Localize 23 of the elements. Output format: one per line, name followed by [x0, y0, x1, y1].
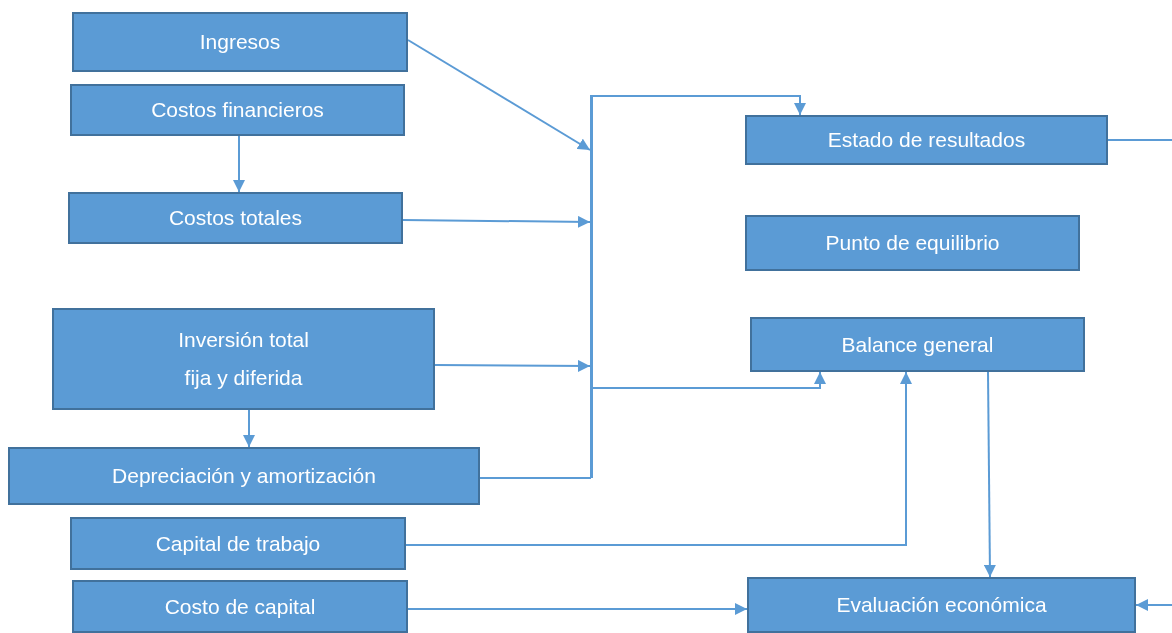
- arrow: [407, 39, 591, 151]
- arrow: [243, 409, 255, 448]
- process-box: Punto de equilibrio: [745, 215, 1080, 271]
- arrow: [592, 371, 826, 389]
- arrow: [983, 371, 996, 578]
- arrow: [592, 95, 806, 116]
- arrow: [407, 603, 748, 615]
- arrow: [405, 371, 912, 546]
- process-box: Costos financieros: [70, 84, 405, 136]
- junction-bar: [590, 95, 593, 478]
- arrow: [402, 215, 591, 228]
- process-box: Capital de trabajo: [70, 517, 406, 570]
- process-box: Inversión total fija y diferida: [52, 308, 435, 410]
- process-box: Costo de capital: [72, 580, 408, 633]
- process-box: Depreciación y amortización: [8, 447, 480, 505]
- process-box: Estado de resultados: [745, 115, 1108, 165]
- process-box: Ingresos: [72, 12, 408, 72]
- arrow: [1135, 599, 1172, 611]
- process-box: Balance general: [750, 317, 1085, 372]
- arrow: [434, 359, 591, 372]
- process-box: Costos totales: [68, 192, 403, 244]
- arrow: [233, 135, 245, 193]
- process-box: Evaluación económica: [747, 577, 1136, 633]
